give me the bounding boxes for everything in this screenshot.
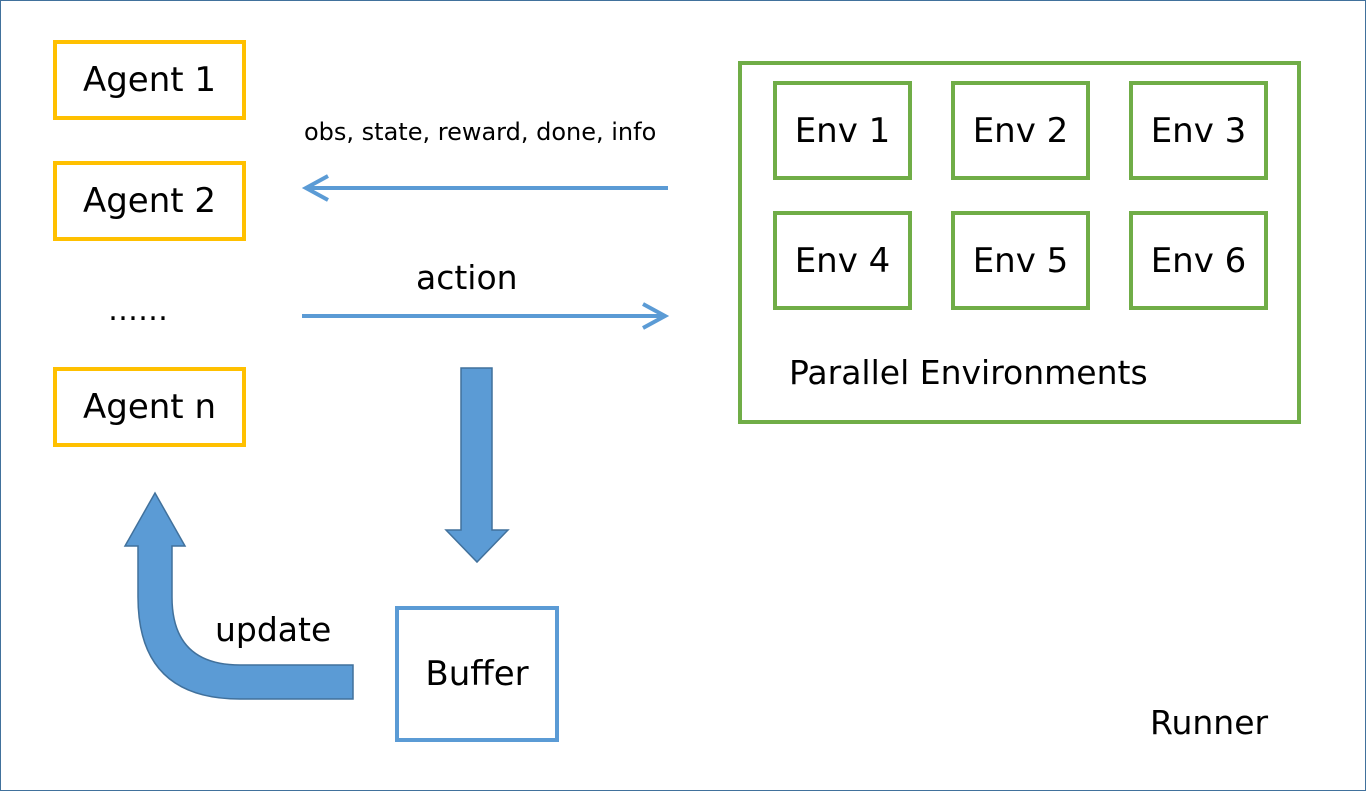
env-6-label: Env 6 [1150, 240, 1247, 281]
env-1-label: Env 1 [794, 110, 891, 151]
observation-arrow [301, 174, 668, 202]
agent-n-label: Agent n [83, 387, 216, 427]
agent-n-box: Agent n [53, 367, 246, 447]
agents-ellipsis: …… [108, 293, 168, 328]
runner-label: Runner [1150, 703, 1269, 742]
parallel-environments-label: Parallel Environments [789, 353, 1148, 392]
update-arrow [123, 491, 354, 700]
agent-1-box: Agent 1 [53, 40, 246, 120]
env-2-label: Env 2 [972, 110, 1069, 151]
parallel-environments-group [738, 61, 1301, 424]
update-label: update [215, 610, 332, 649]
env-5-label: Env 5 [972, 240, 1069, 281]
agent-2-label: Agent 2 [82, 181, 217, 221]
observation-label: obs, state, reward, done, info [304, 118, 657, 146]
env-1-box: Env 1 [773, 81, 912, 180]
env-3-label: Env 3 [1150, 110, 1247, 151]
to-buffer-arrow [444, 367, 510, 564]
agent-2-box: Agent 2 [53, 161, 246, 241]
buffer-label: Buffer [425, 654, 529, 694]
env-5-box: Env 5 [951, 211, 1090, 310]
env-3-box: Env 3 [1129, 81, 1268, 180]
agent-1-label: Agent 1 [82, 60, 217, 100]
env-2-box: Env 2 [951, 81, 1090, 180]
buffer-box: Buffer [395, 606, 559, 742]
env-6-box: Env 6 [1129, 211, 1268, 310]
env-4-label: Env 4 [794, 240, 891, 281]
env-4-box: Env 4 [773, 211, 912, 310]
action-arrow [302, 302, 670, 330]
action-label: action [416, 258, 518, 297]
